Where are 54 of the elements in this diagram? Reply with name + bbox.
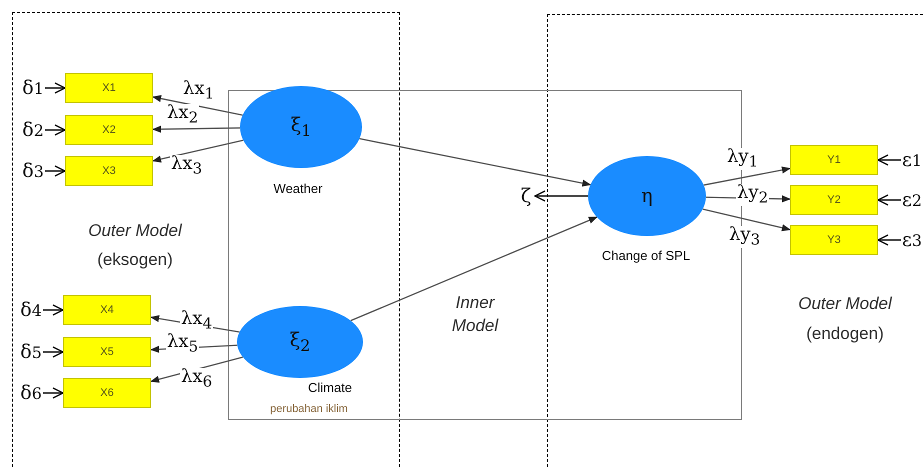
indicator-box [63, 295, 151, 325]
arrow [350, 216, 598, 322]
indicator-label: X1 [102, 82, 116, 94]
indicator-label: X6 [100, 387, 114, 399]
loading-label: λx$_{6}$ [180, 368, 214, 390]
loading-label: λx$_{3}$ [170, 155, 204, 177]
variable-caption: Climate [308, 380, 352, 395]
region-subtitle: (endogen) [805, 323, 885, 345]
arrow [152, 126, 240, 133]
indicator-box [790, 145, 878, 175]
arrow [152, 140, 244, 163]
indicator-label: Y3 [827, 234, 841, 246]
arrow [702, 208, 791, 232]
indicator-box [790, 225, 878, 255]
arrow [877, 154, 901, 166]
arrow [877, 194, 901, 206]
indicator-label: X3 [102, 165, 116, 177]
arrow [45, 82, 66, 94]
arrow [43, 387, 64, 399]
error-term-symbol: ζ [518, 184, 534, 208]
region-title: Outer Model [87, 220, 184, 242]
loading-label: λy$_{1}$ [726, 148, 760, 170]
indicator-box [65, 115, 153, 145]
arrow [45, 165, 66, 177]
loading-label: λy$_{2}$ [736, 184, 770, 206]
indicator-box [790, 185, 878, 215]
variable-caption: Weather [274, 181, 322, 196]
loading-label: λy$_{3}$ [728, 226, 762, 248]
arrow [877, 234, 901, 246]
indicator-label: X2 [102, 124, 116, 136]
indicator-box [63, 337, 151, 367]
arrow [359, 138, 592, 187]
indicator-label: Y2 [827, 194, 841, 206]
arrow [704, 166, 791, 186]
variable-caption: Change of SPL [602, 248, 690, 263]
loading-label: λx$_{5}$ [166, 333, 200, 355]
arrow [152, 95, 243, 116]
indicator-label: X5 [100, 346, 114, 358]
region-subtitle: (eksogen) [96, 249, 174, 271]
region-note: perubahan iklim [269, 402, 349, 417]
variable-symbol: η [641, 185, 653, 207]
region-title: Outer Model [797, 293, 894, 315]
variable-symbol: ξ$_{2}$ [290, 329, 310, 355]
arrow [43, 346, 64, 358]
indicator-box [65, 73, 153, 103]
arrow [534, 190, 588, 202]
indicator-box [63, 378, 151, 408]
indicator-label: X4 [100, 304, 114, 316]
arrow [45, 124, 66, 136]
arrow [43, 304, 64, 316]
indicator-box [65, 156, 153, 186]
indicator-label: Y1 [827, 154, 841, 166]
variable-symbol: ξ$_{1}$ [290, 114, 312, 140]
region-title: Inner Model [450, 292, 500, 337]
